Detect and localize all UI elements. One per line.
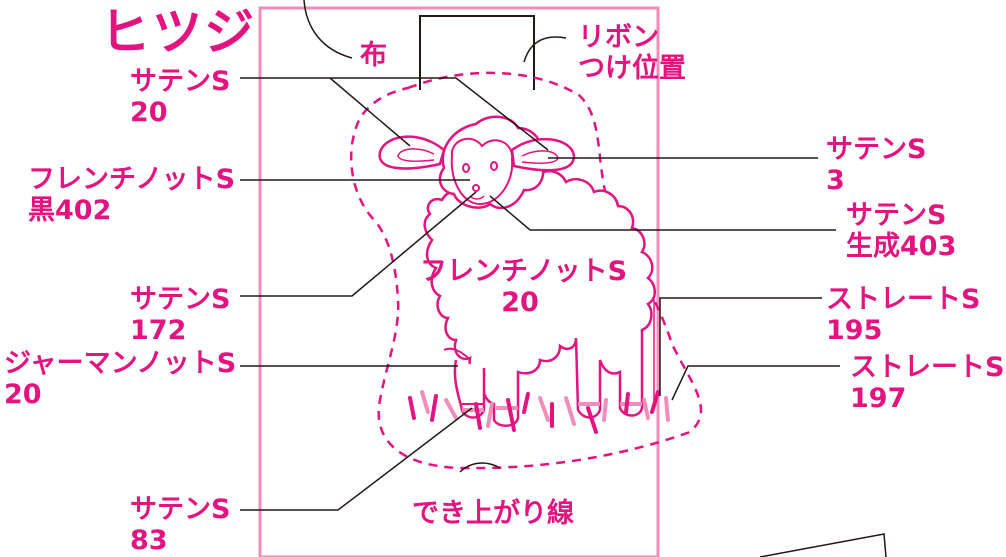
straight-195-label: ストレートS 195: [826, 284, 980, 346]
finish-line-label: でき上がり線: [412, 498, 574, 529]
cloth-label: 布: [360, 40, 387, 71]
sheep-body: [423, 167, 656, 427]
satin-ecru-num: 生成403: [846, 231, 957, 262]
straight-197-name: ストレートS: [850, 352, 1005, 383]
leader-satin-20: [240, 77, 549, 151]
sheep-nose: [472, 184, 480, 192]
french-body-num: 20: [501, 287, 539, 318]
satin-83-name: サテンS: [130, 494, 231, 525]
straight-197-label: ストレートS 197: [850, 352, 1004, 414]
sheep-side-tuft: [443, 347, 469, 359]
grass-stitches: [408, 299, 670, 434]
ribbon-label-line1: リボン: [578, 22, 659, 53]
finish-line-text: でき上がり線: [412, 498, 574, 529]
fabric-outline: [258, 6, 660, 557]
satin-83-num: 83: [130, 525, 168, 556]
leader-straight-197: [671, 365, 840, 401]
sheep-title: ヒツジ: [100, 3, 256, 61]
corner-edge: [759, 533, 887, 557]
french-black-name: フレンチノットS: [28, 164, 236, 195]
german-knot-name: ジャーマンノットS: [4, 348, 237, 379]
satin-83-label: サテンS 83: [130, 494, 230, 556]
sheep-eye-left: [462, 163, 470, 173]
straight-197-num: 197: [850, 383, 907, 414]
straight-195-num: 195: [826, 315, 883, 346]
leader-satin-172: [240, 191, 477, 297]
satin-ecru-label: サテンS 生成403: [846, 200, 956, 262]
satin-3-label: サテンS 3: [826, 134, 926, 196]
straight-195-name: ストレートS: [826, 284, 981, 315]
ribbon-label: リボン つけ位置: [578, 22, 686, 84]
french-black-num: 黒402: [28, 195, 112, 226]
satin-172-num: 172: [130, 315, 187, 346]
leader-satin-20-ear: [329, 77, 411, 147]
satin-20-name: サテンS: [130, 66, 231, 97]
leader-lines: [240, 77, 840, 511]
ribbon-position: [419, 15, 535, 90]
sheep-ear-left-inner: [397, 148, 435, 162]
finish-line: [349, 71, 703, 470]
french-body-label: フレンチノットS 20: [420, 256, 628, 318]
leader-satin-83: [240, 407, 473, 511]
satin-20-label: サテンS 20: [130, 66, 230, 128]
german-knot-label: ジャーマンノットS 20: [4, 348, 236, 410]
ribbon-label-line2: つけ位置: [578, 53, 686, 84]
german-knot-num: 20: [4, 379, 42, 410]
french-black-label: フレンチノットS 黒402: [28, 164, 235, 226]
satin-ecru-name: サテンS: [846, 200, 947, 231]
finish-line-leader: [459, 462, 501, 473]
leader-straight-195: [659, 297, 822, 396]
french-body-name: フレンチノットS: [420, 256, 628, 287]
sheep-eye-right: [490, 161, 498, 171]
satin-172-name: サテンS: [130, 284, 231, 315]
ribbon-leader: [523, 36, 567, 63]
fabric-edge-curve: [303, 0, 353, 59]
sheep-ear-right: [510, 137, 576, 172]
satin-20-num: 20: [130, 97, 168, 128]
cloth-label-text: 布: [360, 40, 387, 71]
satin-3-name: サテンS: [826, 134, 927, 165]
satin-3-num: 3: [826, 165, 845, 196]
satin-172-label: サテンS 172: [130, 284, 230, 346]
sheep-ear-left: [378, 135, 446, 170]
leader-satin-ecru: [489, 195, 836, 231]
